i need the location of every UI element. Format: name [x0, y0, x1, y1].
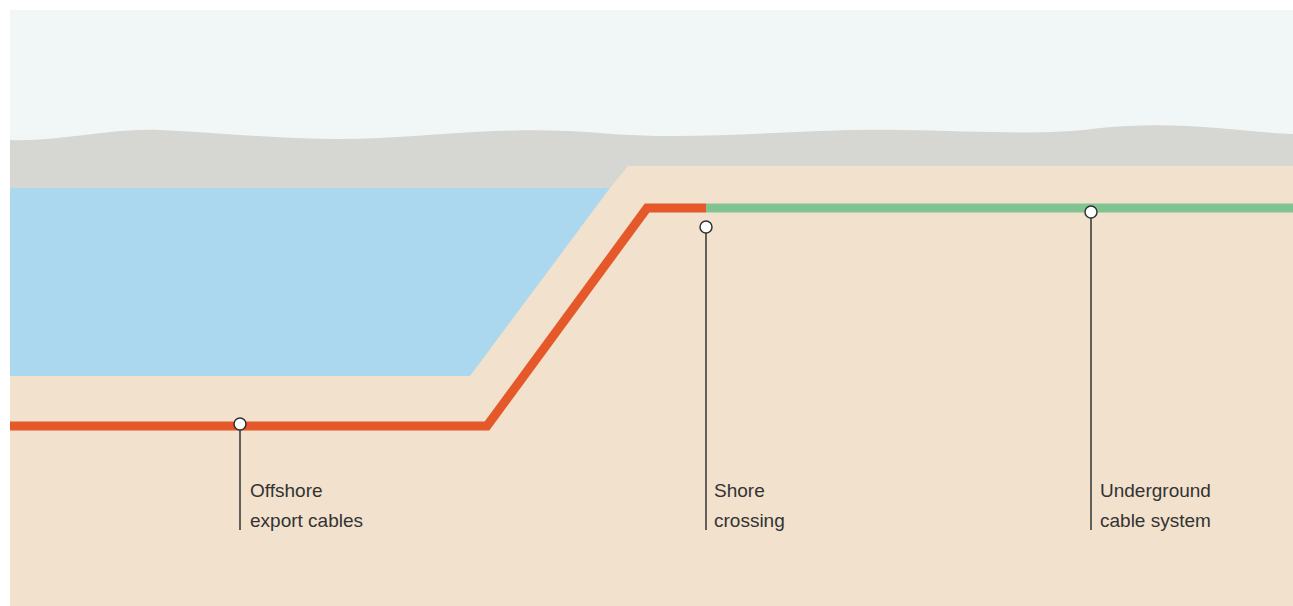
sky	[10, 10, 1293, 606]
callout-dot	[700, 221, 712, 233]
leader-line	[1090, 218, 1092, 530]
export-cable	[10, 208, 706, 426]
sea-water	[10, 188, 610, 376]
callout-dot	[234, 418, 246, 430]
underground-cable	[706, 204, 1293, 213]
ground	[10, 166, 1293, 606]
callout-label: Underground cable system	[1100, 476, 1228, 536]
callout-label: Offshore export cables	[250, 476, 380, 536]
leader-line	[239, 430, 241, 530]
callout-label: Shore crossing	[714, 476, 806, 536]
callout-dot	[1085, 206, 1097, 218]
leader-line	[705, 233, 707, 530]
